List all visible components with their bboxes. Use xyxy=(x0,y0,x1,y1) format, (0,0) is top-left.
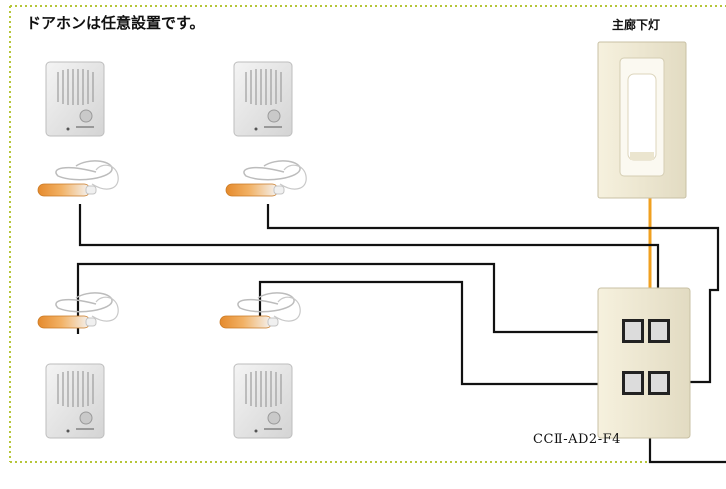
intercom-icon xyxy=(233,61,293,137)
nurse-call-handset-icon xyxy=(225,160,307,197)
terminal-bottom-left xyxy=(622,371,644,395)
page-title: ドアホンは任意設置です。 xyxy=(26,14,205,32)
terminal-top-right xyxy=(648,319,670,343)
switch-plate xyxy=(597,287,691,439)
terminal-bottom-right xyxy=(648,371,670,395)
nurse-call-handset-icon xyxy=(37,292,119,329)
corridor-lamp xyxy=(597,41,687,199)
corridor-lamp-label: 主廊下灯 xyxy=(612,18,661,32)
model-number-label: CCⅡ-AD2-F4 xyxy=(533,432,621,447)
terminal-top-left xyxy=(622,319,644,343)
signal-wires xyxy=(76,204,726,464)
intercom-icon xyxy=(45,61,105,137)
nurse-call-handset-icon xyxy=(219,292,301,329)
nurse-call-handset-icon xyxy=(37,160,119,197)
intercom-icon xyxy=(45,363,105,439)
intercom-icon xyxy=(233,363,293,439)
dotted-frame xyxy=(9,5,726,463)
